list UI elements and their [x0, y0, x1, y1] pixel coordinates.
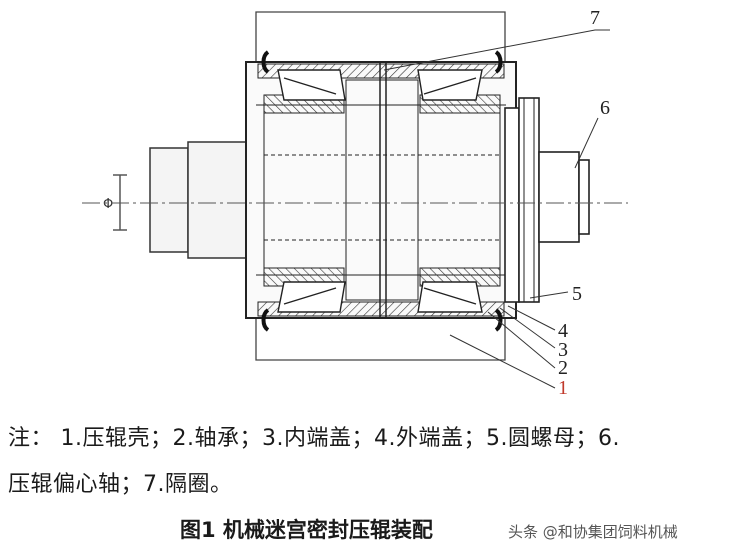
callout-7: 7 — [590, 7, 600, 29]
leader-lines — [383, 29, 610, 389]
parts-legend-line-2: 压辊偏心轴；7.隔圈。 — [8, 472, 233, 497]
callout-6: 6 — [600, 97, 610, 119]
figure-caption: 图1 机械迷宫密封压辊装配 — [180, 518, 433, 542]
bearings — [277, 69, 483, 313]
parts-legend-line-1: 注： 1.压辊壳；2.轴承；3.内端盖；4.外端盖；5.圆螺母；6. — [8, 426, 620, 451]
end-cap-and-nut — [504, 97, 590, 303]
outer-frame-lines — [255, 11, 506, 361]
center-spacer — [345, 62, 419, 318]
seals — [261, 50, 503, 332]
callout-2: 2 — [558, 357, 568, 379]
callout-5: 5 — [572, 283, 582, 305]
assembly-drawing: Φ — [82, 7, 628, 399]
inner-bore-lines — [263, 113, 501, 268]
callout-1: 1 — [558, 377, 568, 399]
callout-3: 3 — [558, 339, 568, 361]
callout-4: 4 — [558, 320, 568, 342]
shaft-stub — [113, 141, 247, 259]
watermark: 头条 @和协集团饲料机械 — [508, 523, 678, 541]
shaft-diameter-mark: Φ — [103, 197, 113, 212]
